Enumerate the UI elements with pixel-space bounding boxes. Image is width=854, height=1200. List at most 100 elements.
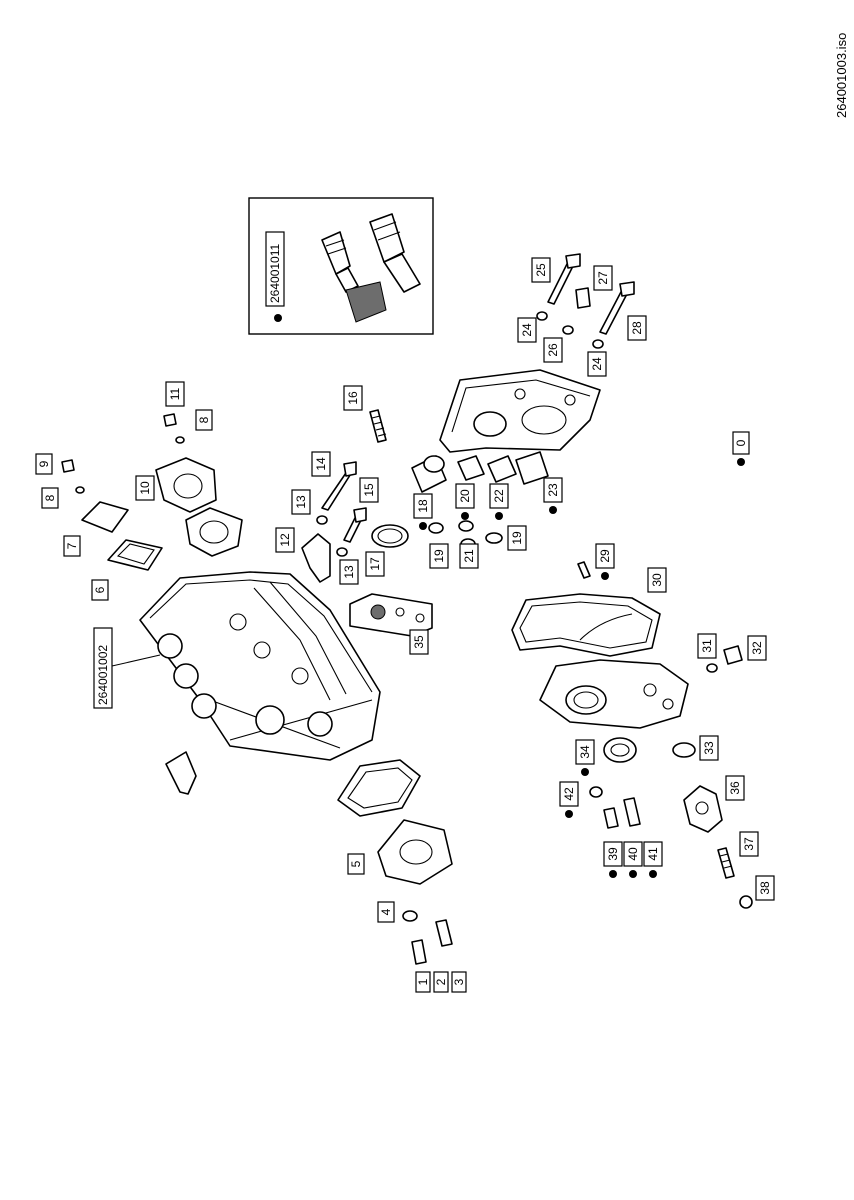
callout-c9: 9 <box>35 453 53 475</box>
plug-32 <box>723 645 743 665</box>
callout-dot <box>419 522 427 530</box>
seal-34 <box>603 737 637 763</box>
callout-number: 13 <box>342 565 356 579</box>
callout-box <box>291 489 311 515</box>
callout-c5: 5 <box>347 853 365 875</box>
callout-c40: 40 <box>623 841 643 878</box>
callout-number: 4 <box>379 908 393 915</box>
callout-box <box>343 385 363 411</box>
callout-dot <box>601 572 609 580</box>
callout-box <box>593 265 613 291</box>
callout-box <box>91 579 109 601</box>
callout-number: 38 <box>758 881 772 895</box>
callout-c1: 1 <box>415 971 431 993</box>
callout-number: 19 <box>510 531 524 545</box>
callout-box <box>517 317 537 343</box>
callout-box <box>413 493 433 519</box>
callout-number: 8 <box>43 494 57 501</box>
callout-number: 20 <box>458 489 472 503</box>
callout-box <box>311 451 331 477</box>
callout-c22: 22 <box>489 483 509 520</box>
screw-9 <box>61 459 75 473</box>
screw-2 <box>411 939 427 965</box>
bushing-20 <box>457 455 485 481</box>
callout-c13b: 13 <box>339 559 359 585</box>
ring-33 <box>672 742 696 758</box>
callout-dot <box>495 512 503 520</box>
callout-box <box>559 781 579 807</box>
callout-number: 6 <box>93 586 107 593</box>
callout-box <box>35 453 53 475</box>
callout-c20: 20 <box>455 483 475 520</box>
callout-number: 8 <box>197 416 211 423</box>
callout-box <box>489 483 509 509</box>
gear-shaft-drawing <box>321 213 421 323</box>
callout-number: 40 <box>626 847 640 861</box>
callout-c35: 35 <box>409 629 429 655</box>
callout-c10: 10 <box>135 475 155 501</box>
callout-number: 27 <box>596 271 610 285</box>
callout-number: 22 <box>492 489 506 503</box>
washer-8a <box>75 486 85 494</box>
callout-box <box>643 841 663 867</box>
callout-c27: 27 <box>593 265 613 291</box>
callout-number: 11 <box>168 387 182 400</box>
callout-dot <box>649 870 657 878</box>
engine-block <box>139 571 381 761</box>
cover-7 <box>81 501 129 533</box>
callout-c38: 38 <box>755 875 775 901</box>
callout-box <box>165 381 185 407</box>
callout-number: 9 <box>37 460 51 467</box>
nut-38 <box>739 895 753 909</box>
assembly-label-block: 264001002 <box>96 645 110 705</box>
callout-box <box>531 257 551 283</box>
callout-c42: 42 <box>559 781 579 818</box>
callout-c28: 28 <box>627 315 647 341</box>
callout-box <box>595 543 615 569</box>
callout-number: 24 <box>520 323 534 337</box>
callout-dot <box>565 810 573 818</box>
callout-box <box>507 525 527 551</box>
callout-number: 28 <box>630 321 644 335</box>
callout-number: 32 <box>750 641 764 655</box>
callout-box <box>63 535 81 557</box>
callout-box <box>339 559 359 585</box>
callout-box <box>347 853 365 875</box>
callout-number: 39 <box>606 847 620 861</box>
callout-box <box>725 775 745 801</box>
callout-c24b: 24 <box>587 351 607 377</box>
callout-box <box>415 971 431 993</box>
callout-c32: 32 <box>747 635 767 661</box>
cover-5 <box>377 819 453 885</box>
callout-box <box>433 971 449 993</box>
callout-box <box>429 543 449 569</box>
gear-set-inset: 264001011 <box>248 197 434 335</box>
callout-number: 14 <box>314 457 328 471</box>
tapered-plug <box>165 751 197 795</box>
cover-36 <box>683 785 723 833</box>
callout-c3: 3 <box>451 971 467 993</box>
callout-number: 33 <box>702 741 716 755</box>
callout-number: 29 <box>598 549 612 563</box>
callout-c4: 4 <box>377 901 395 923</box>
callout-dot <box>549 506 557 514</box>
callout-number: 30 <box>650 573 664 587</box>
seal-17 <box>371 524 409 548</box>
screw-39 <box>603 807 619 829</box>
callout-number: 34 <box>578 745 592 759</box>
callout-c26: 26 <box>543 337 563 363</box>
callout-c39: 39 <box>603 841 623 878</box>
callout-c31: 31 <box>697 633 717 659</box>
callout-box <box>732 431 750 455</box>
callout-c8a: 8 <box>41 487 59 509</box>
washer-8b <box>175 436 185 444</box>
callout-c8b: 8 <box>195 409 213 431</box>
callout-number: 24 <box>590 357 604 371</box>
callout-box <box>455 483 475 509</box>
callout-c25: 25 <box>531 257 551 283</box>
callout-c33: 33 <box>699 735 719 761</box>
callout-number: 19 <box>432 549 446 563</box>
bracket-12 <box>301 533 331 583</box>
callout-number: 41 <box>646 847 660 861</box>
